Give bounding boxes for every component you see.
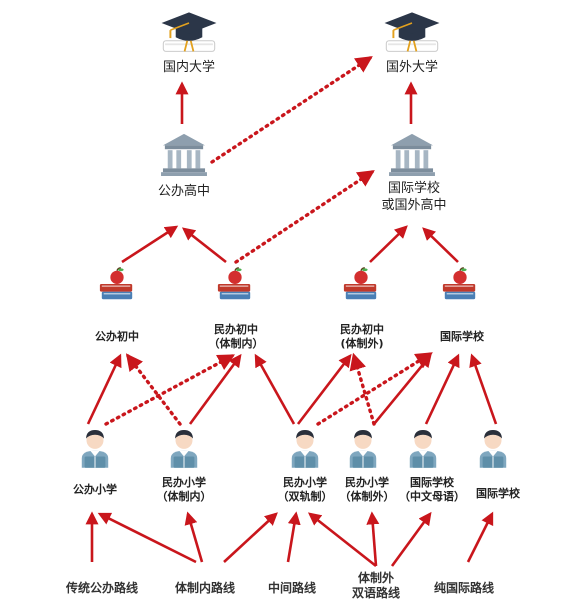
solid-arrow	[424, 353, 460, 425]
solid-arrow	[188, 353, 242, 425]
student-icon	[291, 429, 319, 468]
solid-arrow	[366, 511, 380, 567]
node-intl-primary-cn-line1: 国际学校	[410, 476, 454, 489]
node-domestic-university: 国内大学	[162, 60, 216, 75]
solid-arrow	[181, 227, 227, 264]
node-public-middle: 公办初中	[95, 330, 139, 343]
node-private-middle-in-line2: （体制内）	[208, 337, 264, 350]
node-private-middle-in-line1: 民办初中	[214, 323, 258, 336]
dashed-arrow	[349, 352, 376, 426]
solid-arrow	[254, 353, 296, 425]
route-out-system-line2: 双语路线	[351, 586, 401, 600]
solid-arrow	[121, 225, 179, 264]
graduation-cap-icon	[160, 11, 218, 53]
dashed-arrow	[210, 56, 373, 164]
node-private-middle-out: 民办初中 (体制外)	[340, 323, 384, 351]
node-private-primary-out-line2: （体制外）	[339, 490, 395, 503]
books-apple-icon	[217, 267, 251, 300]
arrows-layer	[85, 56, 498, 568]
solid-arrow	[296, 353, 352, 425]
node-intl-primary-cn: 国际学校 （中文母语）	[399, 476, 465, 504]
node-private-primary-in-line1: 民办小学	[162, 476, 206, 489]
solid-arrow	[390, 511, 432, 567]
solid-arrow	[184, 511, 204, 563]
node-intl-primary: 国际学校	[476, 487, 520, 500]
student-icon	[170, 429, 198, 468]
node-intl-primary-cn-line2: （中文母语）	[399, 490, 465, 503]
books-apple-icon	[343, 267, 377, 300]
node-private-primary-in-line2: （体制内）	[156, 490, 212, 503]
solid-arrow	[86, 353, 122, 425]
solid-arrow	[469, 353, 498, 425]
solid-arrow	[369, 225, 408, 263]
node-public-primary: 公办小学	[73, 483, 117, 496]
student-icon	[81, 429, 109, 468]
route-out-system: 体制外 双语路线	[352, 571, 400, 601]
dashed-arrow	[104, 354, 235, 426]
node-private-middle-in: 民办初中 （体制内）	[209, 323, 264, 351]
node-private-primary-out: 民办小学 （体制外）	[340, 476, 395, 504]
student-icon	[349, 429, 377, 468]
solid-arrow	[307, 512, 377, 568]
node-intl-high-line1: 国际学校	[387, 181, 441, 196]
route-middle: 中间路线	[267, 581, 317, 595]
node-private-primary-dual-line1: 民办小学	[283, 476, 327, 489]
route-out-system-line1: 体制外	[357, 571, 395, 585]
dashed-arrow	[316, 352, 433, 426]
node-private-middle-out-line2: (体制外)	[340, 337, 384, 350]
node-private-primary-dual-line2: （双轨制）	[277, 490, 333, 503]
route-in-system: 体制内路线	[174, 581, 236, 595]
dashed-arrow	[125, 353, 182, 426]
books-apple-icon	[442, 267, 476, 300]
node-private-middle-out-line1: 民办初中	[340, 323, 384, 336]
graduation-cap-icon	[383, 11, 441, 53]
school-building-icon	[389, 133, 435, 176]
node-private-primary-dual: 民办小学 （双轨制）	[278, 476, 333, 504]
dashed-arrow	[234, 170, 375, 264]
solid-arrow	[422, 227, 459, 263]
node-foreign-university: 国外大学	[385, 60, 439, 75]
solid-arrow	[372, 353, 432, 425]
node-intl-high-line2: 或国外高中	[381, 198, 447, 213]
node-public-high: 公办高中	[157, 184, 211, 199]
node-intl-high: 国际学校 或国外高中	[381, 180, 446, 214]
node-private-primary-out-line1: 民办小学	[345, 476, 389, 489]
school-building-icon	[161, 133, 207, 176]
solid-arrow	[466, 511, 494, 563]
solid-arrow	[223, 512, 278, 563]
route-pure-intl: 纯国际路线	[433, 581, 495, 595]
student-icon	[479, 429, 507, 468]
node-intl-middle: 国际学校	[440, 330, 484, 343]
student-icon	[409, 429, 437, 468]
books-apple-icon	[99, 267, 133, 300]
solid-arrow	[286, 511, 301, 563]
route-traditional-public: 传统公办路线	[65, 581, 139, 595]
node-private-primary-in: 民办小学 （体制内）	[157, 476, 212, 504]
solid-arrow	[97, 512, 197, 564]
